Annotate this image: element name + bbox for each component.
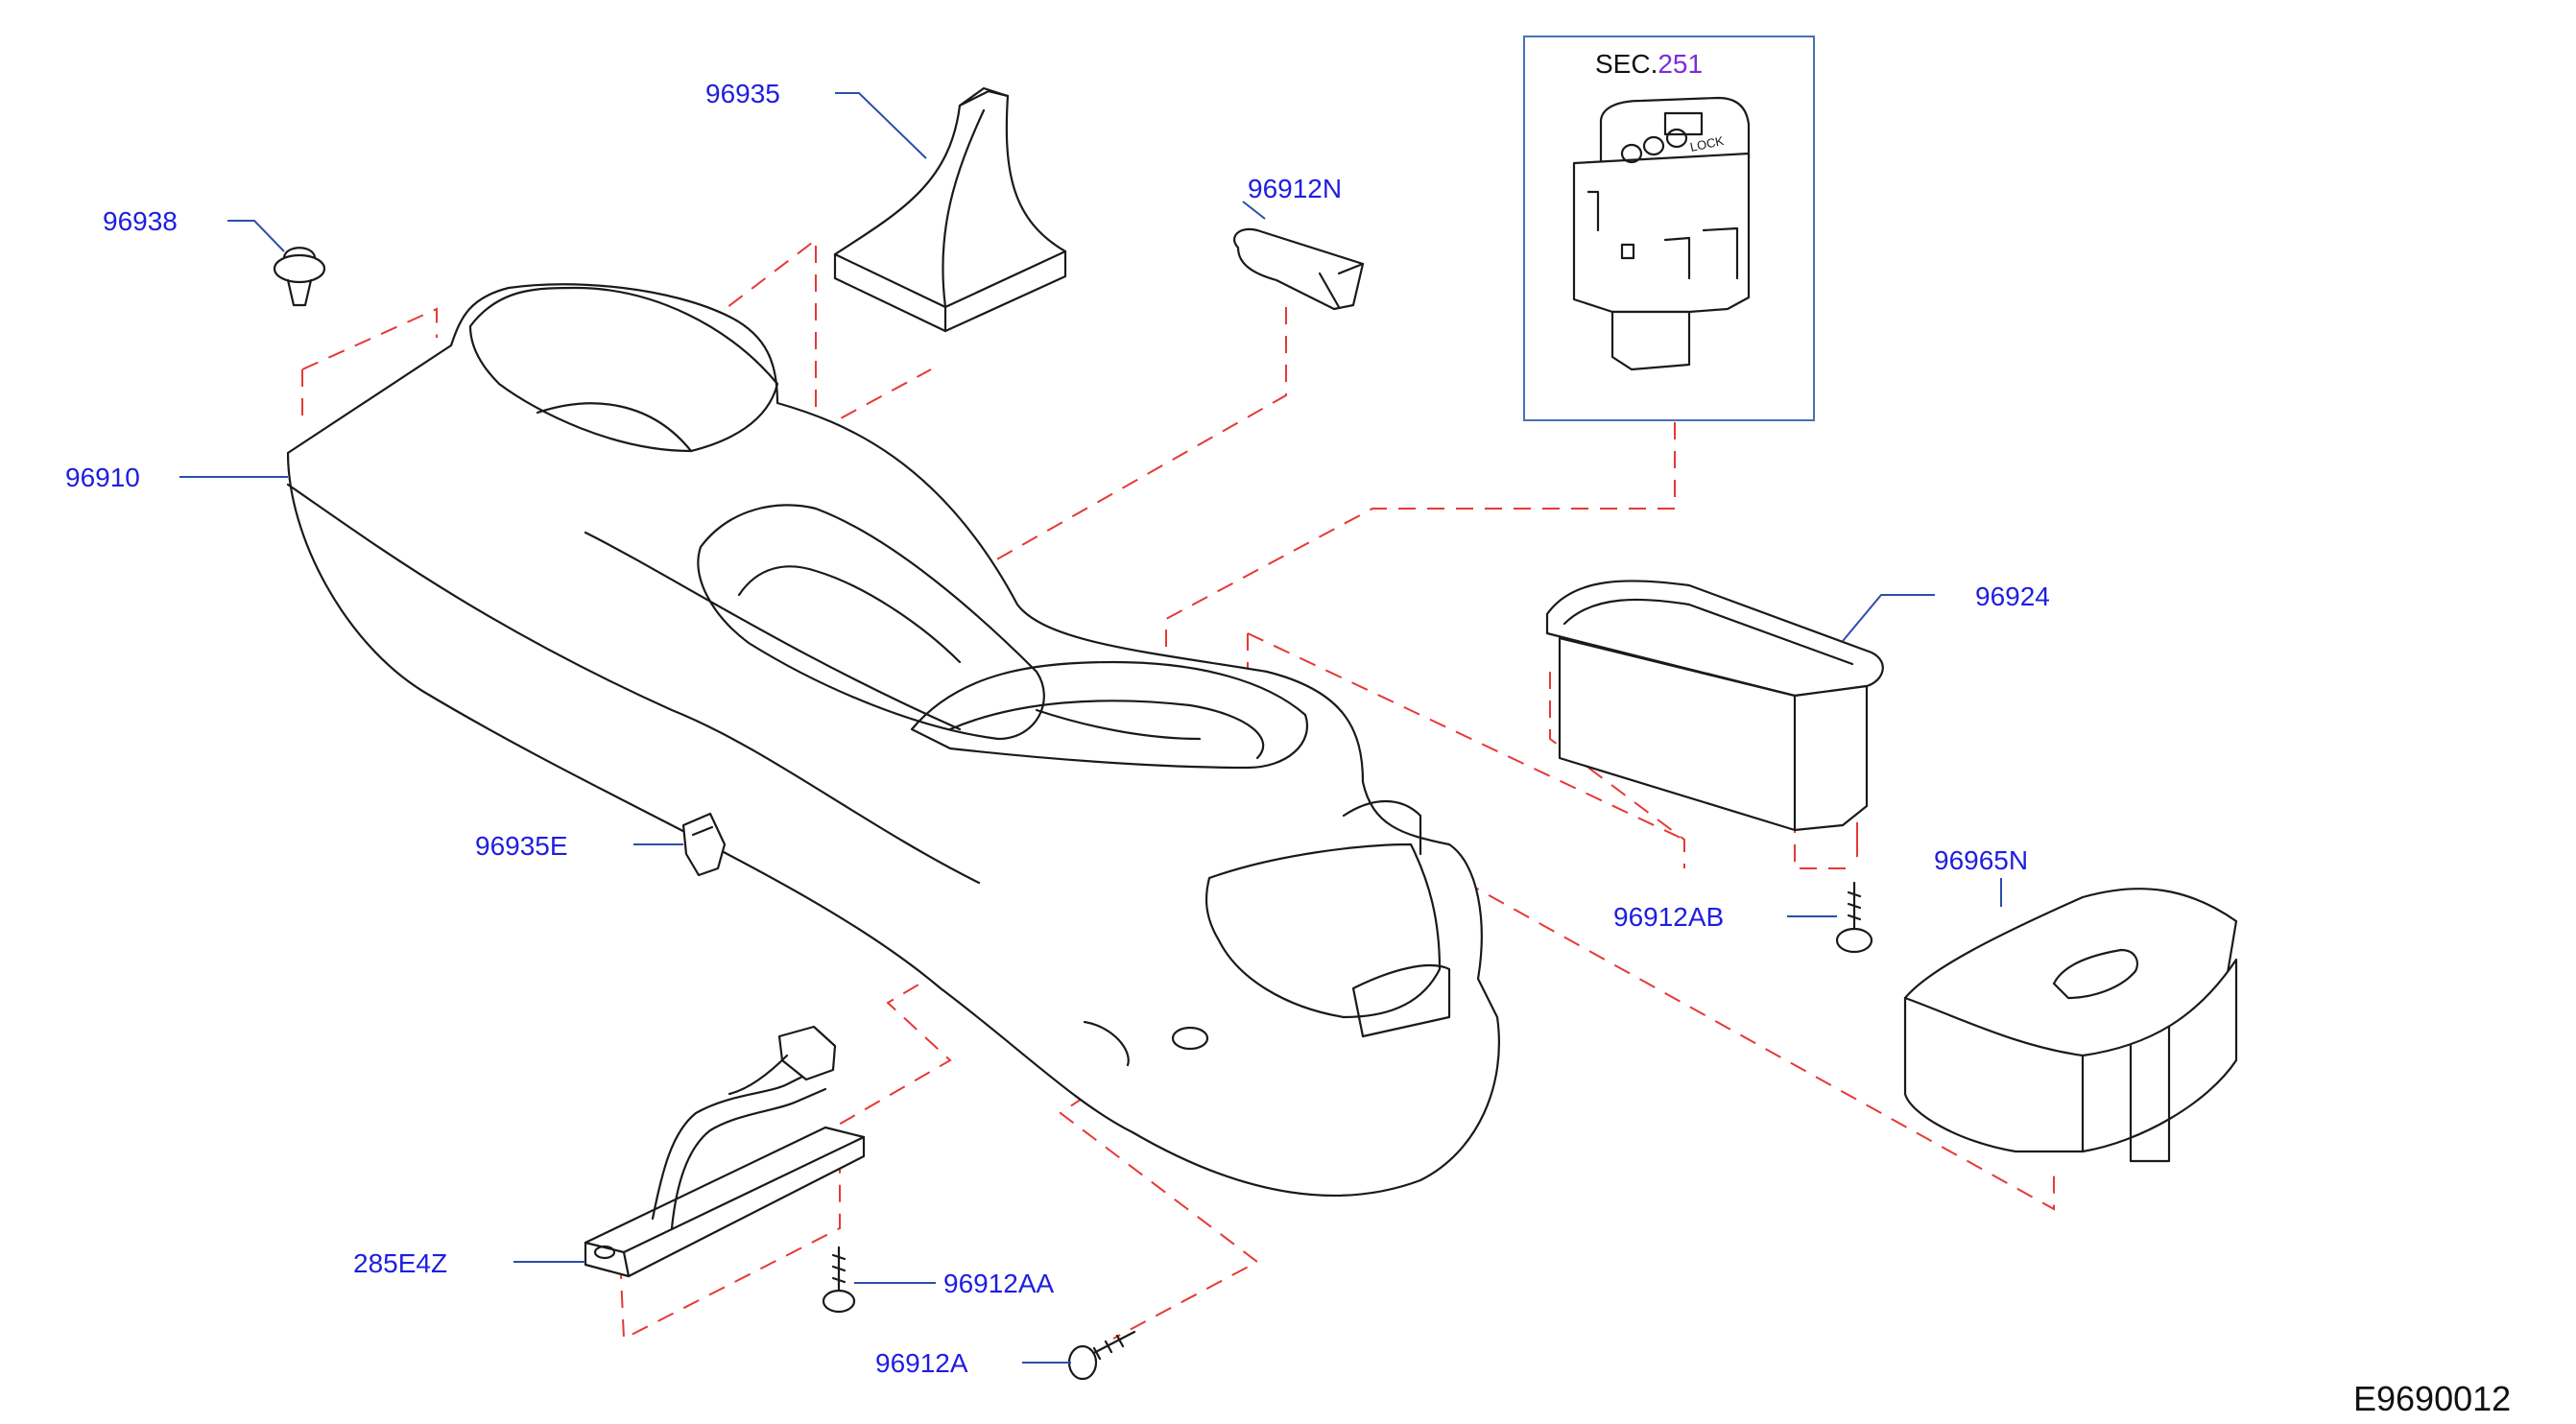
shift-boot (833, 86, 1067, 333)
label-96935: 96935 (705, 79, 780, 108)
leader-lines (179, 92, 2002, 1364)
clip-96935E (681, 812, 727, 877)
label-96910: 96910 (65, 463, 140, 492)
label-285E4Z: 285E4Z (353, 1248, 447, 1278)
label-96935E: 96935E (475, 831, 568, 861)
label-96912AA: 96912AA (943, 1269, 1055, 1298)
section-ref: SEC.251 (1595, 49, 1703, 79)
label-96924: 96924 (1975, 581, 2050, 611)
bracket-96912N (1233, 227, 1365, 311)
screw-96912AA (822, 1246, 856, 1314)
center-console-body (286, 283, 1500, 1197)
label-96965N: 96965N (1934, 845, 2028, 875)
label-96938: 96938 (103, 206, 178, 236)
switch-icon: LOCK (1572, 96, 1751, 371)
screw-96912A (1067, 1330, 1136, 1381)
label-96912AB: 96912AB (1613, 902, 1724, 932)
harness-285E4Z (584, 1025, 866, 1278)
diagram-code: E9690012 (2353, 1379, 2511, 1418)
sec-251-box: SEC.251 LOCK (1523, 36, 1815, 509)
lock-text: LOCK (1689, 133, 1726, 154)
clip-96938 (273, 247, 326, 307)
pocket-96924 (1545, 580, 1884, 832)
label-96912N: 96912N (1248, 174, 1342, 203)
screw-96912AB (1835, 881, 1873, 954)
label-96912A: 96912A (875, 1348, 968, 1378)
part-labels: 96935 96938 96912N 96910 96924 96935E 96… (65, 79, 2050, 1378)
lid-96965N (1903, 888, 2238, 1163)
